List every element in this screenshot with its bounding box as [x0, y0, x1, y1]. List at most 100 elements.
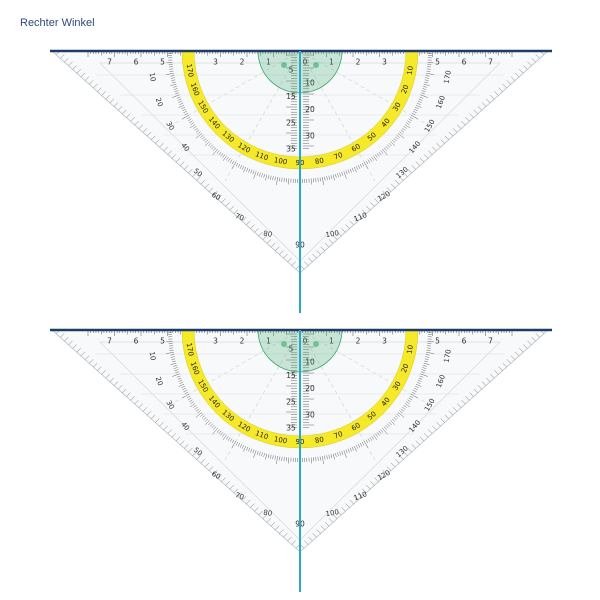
degree-tick: [231, 160, 235, 165]
degree-tick: [183, 110, 188, 114]
ruler-label: 3: [213, 337, 218, 346]
degree-tick: [253, 450, 257, 458]
edge-tick: [452, 128, 458, 133]
degree-tick: [176, 375, 181, 378]
degree-tick: [421, 369, 426, 372]
edge-tick: [254, 507, 259, 512]
edge-tick: [80, 351, 86, 357]
degree-tick: [355, 165, 359, 170]
edge-tick: [535, 54, 540, 59]
guide-line: [299, 329, 376, 461]
degree-tick: [279, 177, 281, 182]
degree-tick: [363, 440, 369, 448]
degree-tick: [319, 456, 321, 461]
band-label: 50: [366, 131, 378, 143]
edge-tick: [436, 422, 441, 427]
degree-tick: [166, 351, 174, 354]
degree-tick: [380, 429, 384, 433]
outer-angle-label: 70: [234, 212, 245, 223]
edge-tick: [498, 366, 503, 371]
degree-tick: [175, 92, 180, 95]
degree-tick: [359, 442, 363, 447]
edge-tick: [175, 157, 181, 163]
edge-tick: [270, 242, 276, 248]
edge-tick: [64, 336, 69, 342]
degree-tick: [182, 114, 190, 120]
outer-angle-label: 60: [210, 191, 222, 202]
degree-tick: [345, 449, 348, 454]
edge-tick: [221, 198, 226, 203]
degree-tick: [412, 389, 417, 393]
degree-tick: [339, 451, 342, 456]
degree-tick: [426, 68, 431, 70]
edge-tick: [266, 239, 272, 244]
degree-tick: [390, 420, 395, 425]
degree-tick: [317, 456, 319, 461]
degree-tick: [197, 410, 201, 414]
degree-tick: [184, 112, 189, 116]
degree-tick: [182, 393, 190, 399]
degree-tick: [270, 454, 272, 459]
band-label: 40: [380, 396, 392, 408]
degree-tick: [218, 151, 222, 156]
degree-tick: [169, 70, 174, 72]
edge-tick: [142, 407, 148, 412]
degree-tick: [243, 445, 247, 452]
edge-tick: [469, 392, 474, 397]
degree-tick: [265, 174, 268, 181]
degree-tick: [211, 145, 215, 150]
degree-tick: [263, 173, 265, 178]
degree-tick: [181, 106, 186, 110]
degree-tick: [397, 133, 405, 139]
degree-tick: [213, 426, 217, 430]
edge-tick: [423, 154, 429, 159]
ruler-label: 3: [382, 58, 387, 67]
degree-tick: [414, 385, 419, 389]
edge-tick: [117, 385, 123, 390]
edge-tick: [217, 194, 222, 200]
edge-tick: [415, 161, 421, 166]
edge-tick: [304, 261, 309, 266]
edge-tick: [353, 496, 359, 501]
degree-tick: [261, 452, 263, 457]
degree-tick: [330, 454, 333, 459]
guide-line: [299, 50, 376, 182]
degree-tick: [407, 120, 411, 124]
degree-tick: [400, 408, 405, 412]
degree-tick: [229, 159, 233, 164]
degree-tick: [239, 164, 243, 169]
center-scale-label: 15: [286, 371, 296, 380]
edge-tick: [345, 224, 350, 229]
degree-tick: [355, 444, 359, 449]
edge-tick: [527, 340, 532, 345]
degree-tick: [378, 151, 382, 156]
edge-tick: [333, 235, 338, 240]
degree-tick: [203, 138, 207, 142]
degree-tick: [328, 175, 330, 180]
band-label: 20: [400, 84, 411, 95]
edge-tick: [229, 205, 234, 211]
degree-tick: [166, 340, 173, 342]
edge-tick: [163, 146, 168, 152]
edge-tick: [84, 76, 90, 81]
degree-tick: [239, 443, 243, 448]
degree-tick: [184, 391, 189, 395]
band-label: 20: [400, 363, 411, 374]
edge-tick: [151, 414, 156, 419]
degree-tick: [204, 139, 209, 143]
guide-line: [299, 50, 431, 127]
degree-tick: [385, 145, 389, 150]
degree-tick: [332, 174, 335, 181]
degree-tick: [382, 427, 388, 435]
edge-tick: [390, 462, 396, 468]
edge-tick: [275, 246, 280, 251]
degree-tick: [365, 439, 369, 444]
outer-angle-label: 100: [325, 508, 340, 518]
degree-tick: [402, 406, 406, 410]
edge-tick: [465, 396, 470, 401]
degree-tick: [380, 150, 384, 154]
degree-tick: [400, 129, 405, 133]
degree-tick: [171, 81, 176, 84]
edge-tick: [246, 499, 251, 505]
degree-tick: [363, 161, 369, 169]
